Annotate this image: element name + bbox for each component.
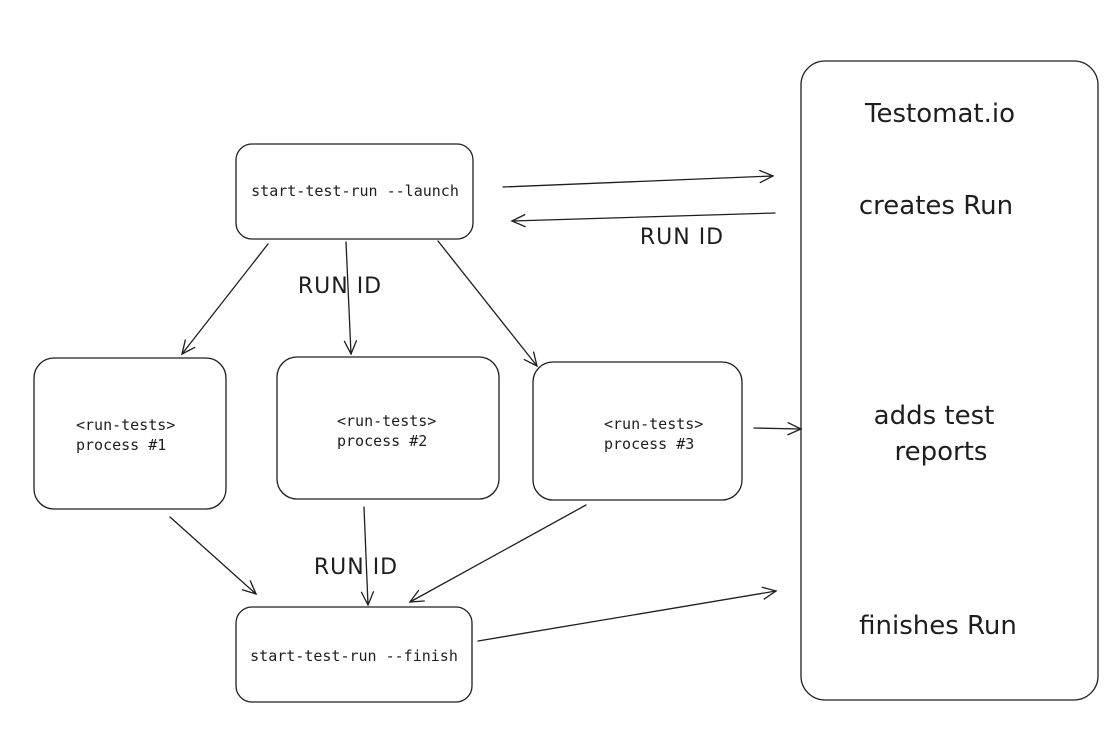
arrow-launch-to-service (502, 169, 775, 188)
process-node-1: <run-tests> process #1 (33, 357, 227, 510)
arrow-process-3-to-finish (408, 504, 587, 603)
process-node-3: <run-tests> process #3 (532, 361, 743, 501)
finish-node: start-test-run --finish (235, 606, 473, 703)
process-node-2: <run-tests> process #2 (276, 356, 500, 500)
arrow-process-2-to-finish (360, 506, 375, 607)
edge-label-run-id-to-processes: RUN ID (298, 274, 382, 299)
service-step-add-reports-line1: adds test (874, 401, 995, 431)
launch-node: start-test-run --launch (235, 143, 474, 240)
process-node-2-tag: <run-tests> (337, 412, 436, 430)
arrow-process-3-to-service (753, 422, 803, 436)
arrow-finish-to-service (477, 586, 778, 642)
service-step-add-reports-line2: reports (895, 437, 988, 467)
testomat-service-panel: Testomat.io creates Run adds test report… (800, 60, 1099, 701)
arrow-service-to-launch (510, 212, 776, 228)
arrow-process-1-to-finish (169, 516, 258, 596)
finish-node-label: start-test-run --finish (250, 647, 458, 665)
service-step-create-run: creates Run (859, 191, 1013, 221)
launch-node-label: start-test-run --launch (251, 182, 459, 200)
process-node-3-label: process #3 (604, 435, 694, 453)
process-node-1-label: process #1 (76, 436, 166, 454)
service-step-finish-run: finishes Run (859, 611, 1017, 641)
process-node-1-tag: <run-tests> (76, 416, 175, 434)
edge-label-run-id-response: RUN ID (640, 225, 724, 250)
edge-label-run-id-to-finish: RUN ID (314, 555, 398, 580)
arrow-launch-to-process-2 (343, 241, 358, 356)
service-title: Testomat.io (864, 99, 1015, 129)
arrow-launch-to-process-3 (437, 240, 538, 368)
arrow-launch-to-process-1 (181, 243, 269, 356)
process-node-3-tag: <run-tests> (604, 415, 703, 433)
process-node-2-label: process #2 (337, 432, 427, 450)
